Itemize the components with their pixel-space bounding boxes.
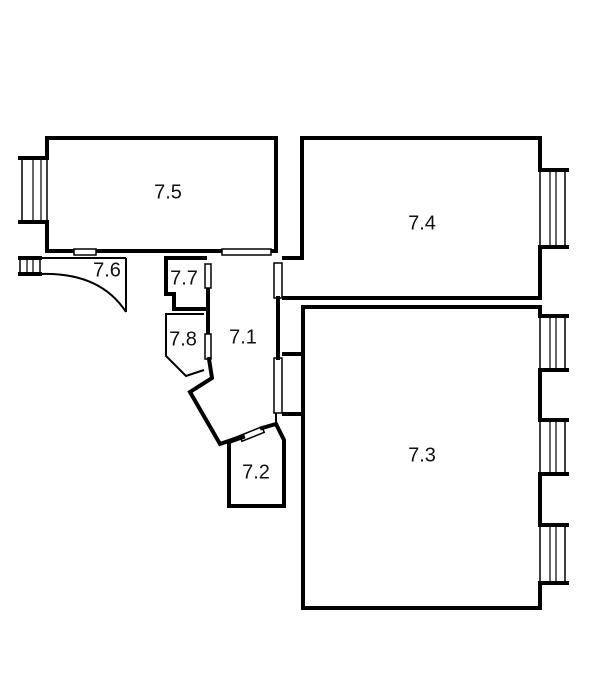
room-7-3 xyxy=(282,305,569,610)
room-label-7-1: 7.1 xyxy=(229,326,257,348)
room-label-7-2: 7.2 xyxy=(242,461,270,483)
room-label-7-6: 7.6 xyxy=(93,259,121,281)
room-7-6 xyxy=(18,256,127,313)
room-label-7-5: 7.5 xyxy=(154,181,182,203)
room-label-7-4: 7.4 xyxy=(408,212,436,234)
room-7-1 xyxy=(187,262,283,447)
room-7-2 xyxy=(227,421,286,508)
window-7-4 xyxy=(539,169,566,248)
room-label-7-3: 7.3 xyxy=(408,444,436,466)
room-label-7-7: 7.7 xyxy=(170,267,198,289)
room-7-4 xyxy=(282,136,569,300)
room-7-5 xyxy=(18,136,278,256)
room-7-8 xyxy=(165,313,205,378)
window-7-5 xyxy=(21,157,48,223)
room-7-7 xyxy=(164,256,207,311)
room-label-7-8: 7.8 xyxy=(169,328,197,350)
